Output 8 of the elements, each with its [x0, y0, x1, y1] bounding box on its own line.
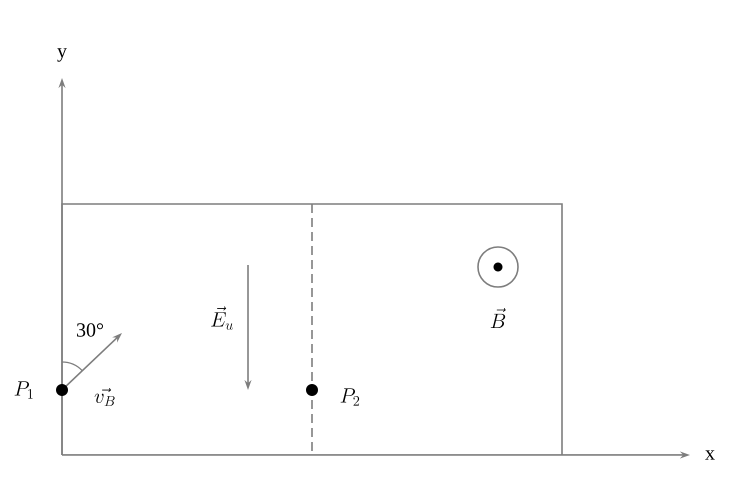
angle-label: 30° — [76, 323, 104, 337]
axis-label: x — [705, 450, 715, 460]
velocity-label: $\vec{v_B}$ — [94, 388, 115, 406]
point-label: $P_1$ — [14, 381, 33, 399]
axis-label: y — [57, 48, 67, 62]
field-label: $\vec{B}$ — [490, 308, 506, 328]
field-label: $\vec{E}_u$ — [211, 306, 233, 330]
point-label: $P_2$ — [340, 388, 360, 406]
